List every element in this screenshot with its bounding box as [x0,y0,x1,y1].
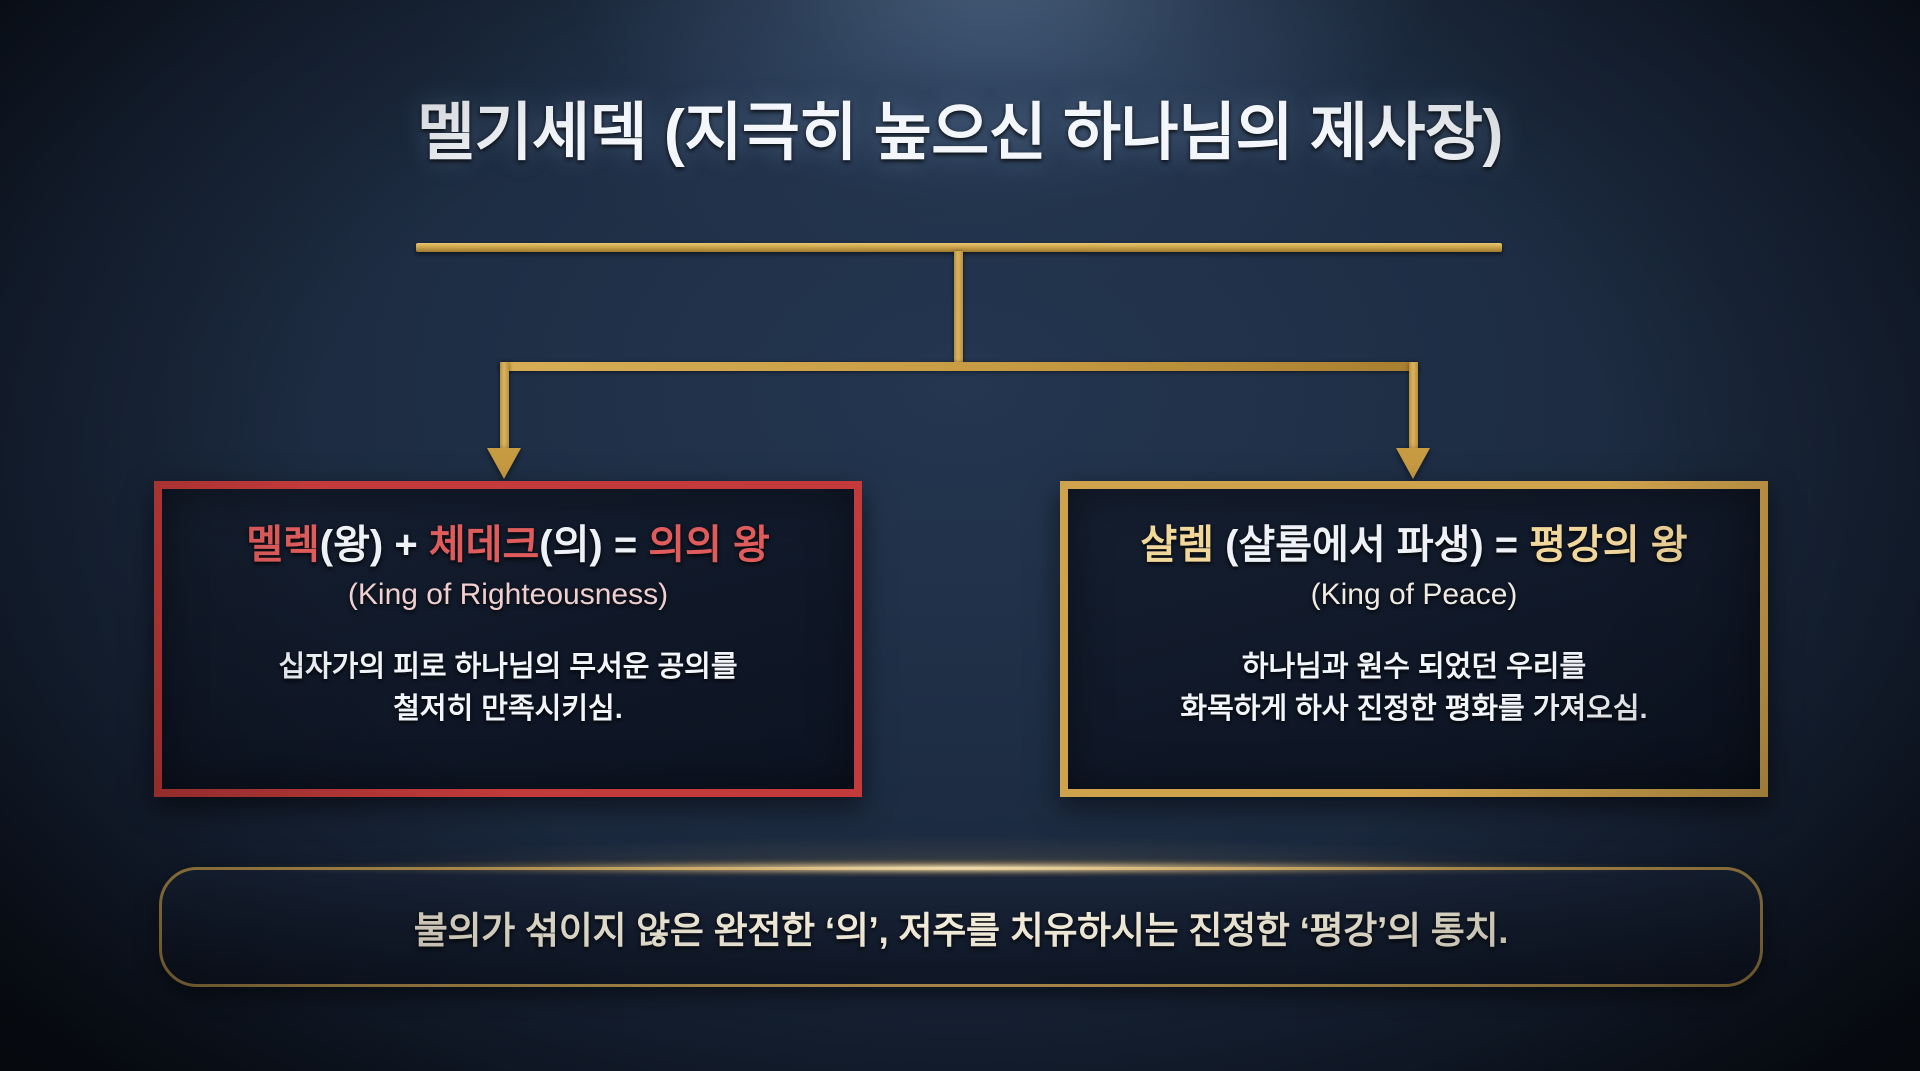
subtitle-king-of-righteousness: (King of Righteousness) [347,578,669,611]
gloss-salem: (샬롬에서 파생) [1214,523,1484,567]
connector-right-drop [1409,362,1418,450]
page-title: 멜기세덱 (지극히 높으신 하나님의 제사장) [417,98,1503,168]
operator-equals-left: = [602,523,649,567]
operator-plus: + [383,523,429,567]
result-king-of-righteousness: 의의 왕 [648,523,770,567]
connector-left-drop [500,362,509,450]
connector-vertical-stem [954,251,963,366]
operator-equals-right: = [1483,523,1530,567]
gloss-melek: (왕) [319,523,384,567]
connector-horizontal-bar [500,362,1418,371]
body-text-peace: 하나님과 원수 되었던 우리를 화목하게 하사 진정한 평화를 가져오심. [1180,647,1647,731]
term-tsedek: 체데크 [428,523,540,567]
term-melek: 멜렉 [246,523,320,567]
arrow-down-right-icon [1396,448,1430,479]
summary-text: 불의가 섞이지 않은 완전한 ‘의’, 저주를 치유하시는 진정한 ‘평강’의 … [413,910,1509,951]
headline-righteousness: 멜렉(왕) + 체데크(의) = 의의 왕 [246,521,770,569]
body-line-2: 화목하게 하사 진정한 평화를 가져오심. [1180,692,1648,725]
arrow-down-left-icon [487,448,521,479]
body-line-2: 철저히 만족시키심. [393,692,623,725]
headline-peace: 샬렘 (샬롬에서 파생) = 평강의 왕 [1140,521,1687,569]
subtitle-king-of-peace: (King of Peace) [1310,578,1518,611]
title-block: 멜기세덱 (지극히 높으신 하나님의 제사장) [0,98,1920,169]
body-line-1: 십자가의 피로 하나님의 무서운 공의를 [278,651,738,683]
summary-banner: 불의가 섞이지 않은 완전한 ‘의’, 저주를 치유하시는 진정한 ‘평강’의 … [159,867,1763,987]
result-king-of-peace: 평강의 왕 [1529,523,1688,567]
term-salem: 샬렘 [1140,523,1214,567]
concept-box-peace: 샬렘 (샬롬에서 파생) = 평강의 왕 (King of Peace) 하나님… [1060,481,1768,797]
concept-box-righteousness: 멜렉(왕) + 체데크(의) = 의의 왕 (King of Righteous… [154,481,862,797]
body-text-righteousness: 십자가의 피로 하나님의 무서운 공의를 철저히 만족시키심. [278,647,737,731]
body-line-1: 하나님과 원수 되었던 우리를 [1241,651,1587,683]
gloss-tsedek: (의) [539,523,603,567]
